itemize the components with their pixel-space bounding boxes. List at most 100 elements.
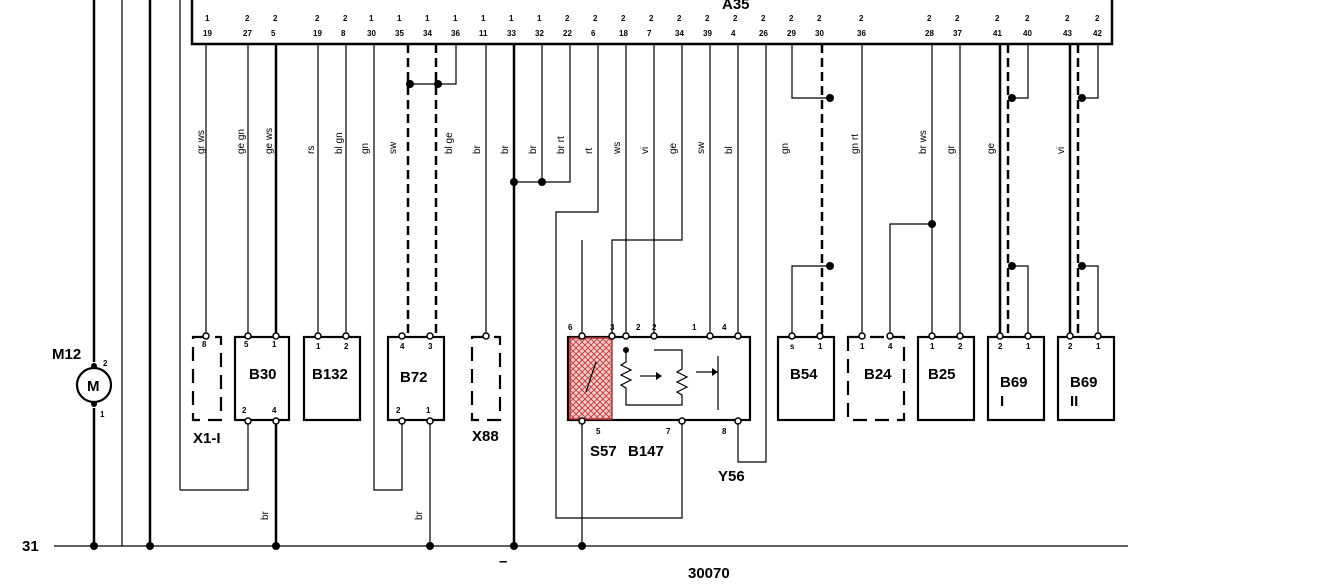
connector-pin-top: 1	[509, 14, 514, 23]
component-pin: 4	[888, 342, 893, 351]
component-label: B132	[312, 366, 348, 383]
connector-pin-number: 34	[423, 29, 432, 38]
component-sublabel: II	[1070, 393, 1078, 410]
connector-pin-top: 1	[205, 14, 210, 23]
component-pin: 2	[636, 323, 641, 332]
connector-pin-top: 2	[565, 14, 570, 23]
wire-color-label: vi	[640, 147, 651, 154]
wire-color-label: bl ge	[444, 132, 455, 154]
connector-pin-number: 32	[535, 29, 544, 38]
connector-pin-number: 7	[647, 29, 652, 38]
component-b69-i: 2 1 B69 I	[986, 332, 1046, 422]
component-label: B69	[1000, 374, 1028, 391]
connector-pin-labels: 1192272521928130135134136111133132222262…	[203, 14, 1102, 38]
component-pin: 4	[722, 323, 727, 332]
component-pin: 1	[818, 342, 823, 351]
component-x1-i: 8 X1-I	[191, 332, 223, 447]
control-unit-title: A35	[722, 0, 750, 13]
motor-label: M12	[52, 346, 81, 363]
connector-pin-top: 2	[927, 14, 932, 23]
ground-label: 31	[22, 538, 39, 555]
component-label: B147	[628, 443, 664, 460]
ground-minus: –	[499, 553, 507, 570]
connector-pin-number: 36	[857, 29, 866, 38]
component-pin: 1	[426, 406, 431, 415]
connector-pin-number: 27	[243, 29, 252, 38]
control-unit-a35: A35	[190, 0, 1114, 46]
connector-pin-top: 2	[995, 14, 1000, 23]
connector-pin-top: 2	[621, 14, 626, 23]
connector-pin-number: 11	[479, 29, 488, 38]
component-pin: 2	[344, 342, 349, 351]
component-label: B30	[249, 366, 277, 383]
wire-color-label: gn	[780, 143, 791, 154]
connector-pin-number: 28	[925, 29, 934, 38]
component-b30: 5 1 2 4 B30	[233, 332, 291, 425]
connector-pin-number: 36	[451, 29, 460, 38]
component-pin: 7	[666, 427, 671, 436]
component-b132: 1 2 B132	[302, 332, 362, 422]
motor-m12: M M12 2 1	[52, 346, 113, 419]
component-pin: 1	[930, 342, 935, 351]
connector-pin-number: 26	[759, 29, 768, 38]
component-x88: X88	[470, 332, 502, 445]
connector-pin-top: 1	[481, 14, 486, 23]
component-pin: 2	[396, 406, 401, 415]
connector-pin-top: 2	[761, 14, 766, 23]
wire-color-label: gr ws	[196, 130, 207, 154]
connector-pin-top: 1	[425, 14, 430, 23]
connector-pin-top: 2	[1095, 14, 1100, 23]
component-pin: s	[790, 342, 795, 351]
component-b72: 4 3 2 1 B72	[386, 332, 446, 425]
wire-color-label: ge ws	[264, 128, 275, 154]
component-label: Y56	[718, 468, 745, 485]
component-b54: s 1 B54	[776, 332, 836, 422]
ground-rail: 31 –	[22, 538, 1128, 570]
wire-color-label: br	[500, 144, 511, 154]
component-label: X88	[472, 428, 499, 445]
connector-pin-top: 2	[245, 14, 250, 23]
connector-pin-top: 2	[789, 14, 794, 23]
connector-pin-top: 2	[1065, 14, 1070, 23]
component-pin: 2	[998, 342, 1003, 351]
connector-pin-top: 2	[593, 14, 598, 23]
wire-color-label: ws	[612, 142, 623, 155]
component-pin: 6	[568, 323, 573, 332]
connector-pin-number: 5	[271, 29, 276, 38]
connector-pin-number: 18	[619, 29, 628, 38]
connector-pin-top: 2	[315, 14, 320, 23]
component-pin: 2	[1068, 342, 1073, 351]
connector-pin-number: 43	[1063, 29, 1072, 38]
connector-pin-top: 1	[453, 14, 458, 23]
component-pin: 1	[692, 323, 697, 332]
component-label: S57	[590, 443, 617, 460]
component-pin: 8	[202, 340, 207, 349]
component-pin: 1	[316, 342, 321, 351]
wire-color-label: bl gn	[334, 132, 345, 154]
component-pin: 2	[652, 323, 657, 332]
component-pin: 1	[1096, 342, 1101, 351]
wire-color-label: br ws	[918, 130, 929, 154]
connector-pin-top: 2	[817, 14, 822, 23]
component-label: X1-I	[193, 430, 221, 447]
component-label: B72	[400, 369, 428, 386]
component-b24: 1 4 B24	[846, 332, 906, 422]
connector-pin-top: 2	[955, 14, 960, 23]
component-pin: 3	[428, 342, 433, 351]
component-pin: 5	[596, 427, 601, 436]
connector-pin-number: 19	[203, 29, 212, 38]
component-label: B25	[928, 366, 956, 383]
wire-color-label: rs	[306, 146, 317, 154]
motor-pin-top: 2	[103, 359, 108, 368]
connector-pin-number: 35	[395, 29, 404, 38]
component-b69-ii: 2 1 B69 II	[1056, 332, 1116, 422]
component-b25: 1 2 B25	[916, 332, 976, 422]
connector-pin-number: 30	[815, 29, 824, 38]
component-sublabel: I	[1000, 393, 1004, 410]
connector-pin-number: 37	[953, 29, 962, 38]
wire-color-label: rt	[584, 148, 595, 154]
connector-pin-number: 40	[1023, 29, 1032, 38]
wire-color-label: gn rt	[850, 134, 861, 154]
